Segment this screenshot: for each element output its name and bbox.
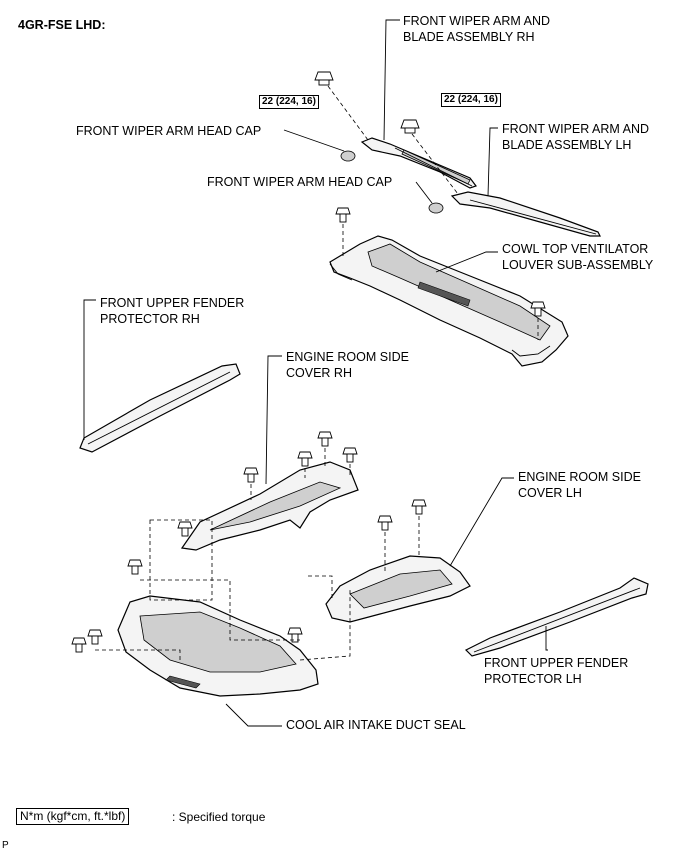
label-wiper-lh-line1: FRONT WIPER ARM AND	[502, 122, 650, 136]
torque-spec-lh: 22 (224, 16)	[441, 93, 501, 107]
label-head-cap-rh: FRONT WIPER ARM HEAD CAP	[76, 124, 262, 138]
engine-room-side-cover-lh	[325, 555, 471, 623]
label-fender-lh-line1: FRONT UPPER FENDER	[484, 656, 629, 670]
label-fender-lh-line2: PROTECTOR LH	[484, 672, 582, 686]
label-fender-rh-line1: FRONT UPPER FENDER	[100, 296, 245, 310]
cowl-top-ventilator	[329, 235, 569, 367]
engine-room-side-cover-rh	[180, 461, 359, 551]
footer-mark: P	[2, 840, 9, 851]
label-cowl-line2: LOUVER SUB-ASSEMBLY	[502, 258, 654, 272]
label-fender-rh-line2: PROTECTOR RH	[100, 312, 200, 326]
legend-unit-box: N*m (kgf*cm, ft.*lbf)	[16, 808, 130, 825]
label-engine-side-lh-line2: COVER LH	[518, 486, 582, 500]
head-cap-rh	[340, 150, 356, 162]
label-wiper-lh-line2: BLADE ASSEMBLY LH	[502, 138, 632, 152]
fender-protector-rh	[79, 363, 241, 453]
side-cover-lh-clips	[377, 499, 427, 531]
cowl-clip-lh	[530, 301, 546, 317]
label-engine-side-rh-line2: COVER RH	[286, 366, 352, 380]
page-title: 4GR-FSE LHD:	[18, 18, 106, 32]
label-cowl-line1: COWL TOP VENTILATOR	[502, 242, 649, 256]
wiper-arm-rh	[360, 137, 477, 189]
torque-spec-rh: 22 (224, 16)	[259, 95, 319, 109]
label-wiper-rh-line1: FRONT WIPER ARM AND	[403, 14, 551, 28]
label-engine-side-rh-line1: ENGINE ROOM SIDE	[286, 350, 409, 364]
label-intake-seal: COOL AIR INTAKE DUCT SEAL	[286, 718, 466, 732]
head-cap-lh	[428, 202, 444, 214]
wiper-arm-lh	[450, 191, 601, 237]
legend-description: : Specified torque	[172, 810, 266, 824]
cowl-clip-rh	[335, 207, 351, 223]
label-wiper-rh-line2: BLADE ASSEMBLY RH	[403, 30, 535, 44]
label-engine-side-lh-line1: ENGINE ROOM SIDE	[518, 470, 641, 484]
wiper-nut-lh	[400, 119, 420, 134]
label-head-cap-lh: FRONT WIPER ARM HEAD CAP	[207, 175, 393, 189]
cool-air-intake-duct-seal	[117, 595, 319, 697]
fender-protector-lh	[464, 577, 649, 657]
intake-seal-clips	[71, 559, 303, 653]
wiper-nut-rh	[314, 71, 334, 86]
side-cover-rh-clips	[177, 431, 358, 537]
